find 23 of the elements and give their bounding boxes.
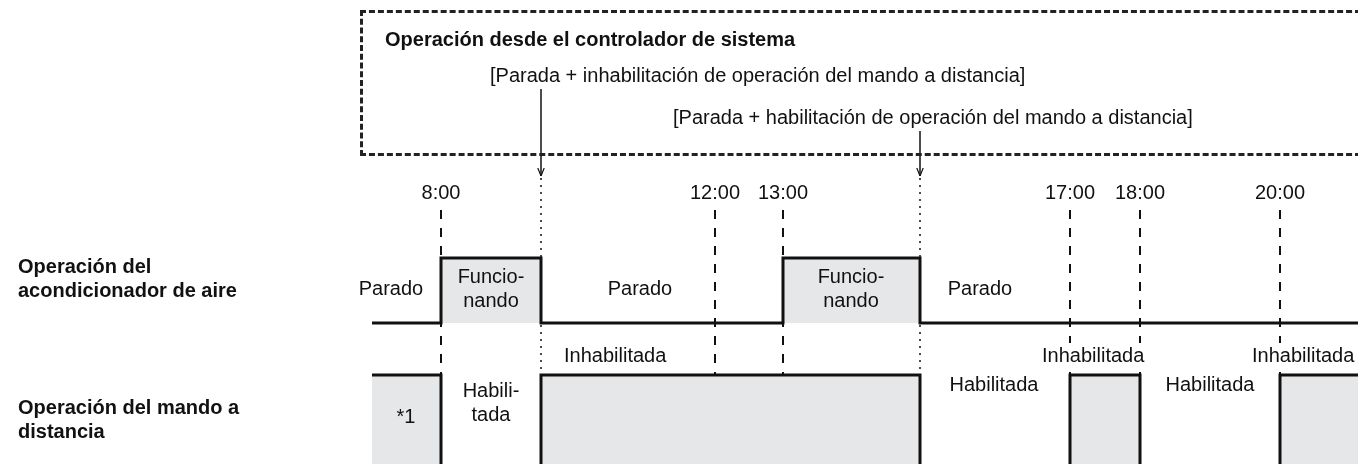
time-label: 20:00 — [1253, 180, 1307, 204]
frame-heading: Operación desde el controlador de sistema — [385, 27, 796, 51]
command-annotation: [Parada + inhabilitación de operación del mando a distancia] — [490, 63, 1026, 87]
time-label: 18:00 — [1113, 180, 1167, 204]
arrow — [537, 88, 545, 177]
arrow — [916, 130, 924, 177]
state-label: Habilitada — [1164, 372, 1256, 396]
time-label: 8:00 — [420, 180, 462, 204]
state-label: Parado — [946, 276, 1014, 300]
state-label: Funcio- nando — [456, 264, 526, 312]
state-label: Funcio- nando — [816, 264, 886, 312]
time-label: 17:00 — [1043, 180, 1097, 204]
state-label: Habili- tada — [461, 378, 521, 426]
time-label: 13:00 — [756, 180, 810, 204]
command-annotation: [Parada + habilitación de operación del mando a distancia] — [673, 105, 1193, 129]
row-label: Operación del acondicionador de aire — [18, 254, 238, 302]
state-label: Parado — [357, 276, 425, 300]
state-label: Habilitada — [948, 372, 1040, 396]
row-label: Operación del mando a distancia — [18, 395, 241, 443]
dashed-frame — [360, 10, 1358, 156]
state-label: *1 — [395, 404, 417, 428]
time-label: 12:00 — [688, 180, 742, 204]
state-label: Parado — [606, 276, 674, 300]
